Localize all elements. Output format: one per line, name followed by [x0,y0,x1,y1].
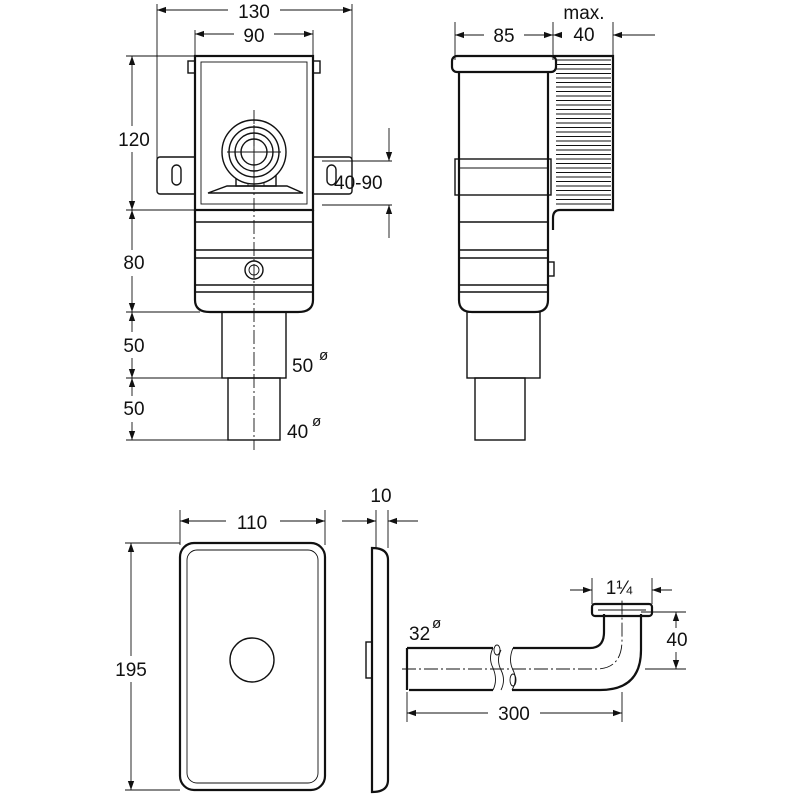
thread-lines [556,59,611,205]
threaded-extension [551,54,615,230]
dim-80-label: 80 [123,253,144,274]
housing-clip-right [312,60,321,74]
dia-50-label: 50 [292,356,313,377]
cover-plate-view: 110 195 10 [108,486,418,794]
dia-40-label: 40 [287,422,308,443]
dim-90-label: 90 [243,26,264,47]
valve-base [207,185,304,194]
dim-110-label: 110 [237,513,267,534]
dim-120-label: 120 [118,130,150,151]
dim-10-label: 10 [370,486,391,507]
dim-50-upper-label: 50 [123,336,144,357]
side-bracket [454,158,552,196]
dim-300-label: 300 [498,704,530,725]
dim-pipe-40-label: 40 [666,630,687,651]
cover-plate [178,541,327,792]
dim-130-label: 130 [238,2,270,23]
dim-195-label: 195 [115,660,147,681]
dim-1-1-4-label: 1¼ [606,578,634,599]
side-outlet-pipe-40 [474,377,526,441]
dim-max-label: max. [563,3,604,24]
pipe-view: 1¼ 40 300 32 ø [402,578,694,725]
bracket-slot-left [171,164,182,186]
dim-85-label: 85 [493,26,514,47]
bracket-slot-right [326,164,337,186]
dia-32-label: 32 [409,624,430,645]
dim-40-90-label: 40-90 [334,173,383,194]
dia-40-symbol: ø [312,413,321,430]
cover-plate-side [370,546,390,794]
side-plug [547,261,555,277]
cover-plate-opening [229,637,275,683]
cover-plate-boss [365,641,373,679]
front-view: 130 90 120 80 50 50 40-90 [110,0,393,450]
housing-top-cap [450,54,558,74]
side-view: 85 max. 40 [450,3,655,441]
side-outlet-pipe-50 [466,311,541,379]
dia-32-symbol: ø [432,615,441,632]
pipe-elbow [512,614,643,692]
housing-clip-left [187,60,196,74]
dim-max-40-label: 40 [573,25,594,46]
dia-50-symbol: ø [319,347,328,364]
dim-50-lower-label: 50 [123,399,144,420]
side-housing [457,72,550,314]
